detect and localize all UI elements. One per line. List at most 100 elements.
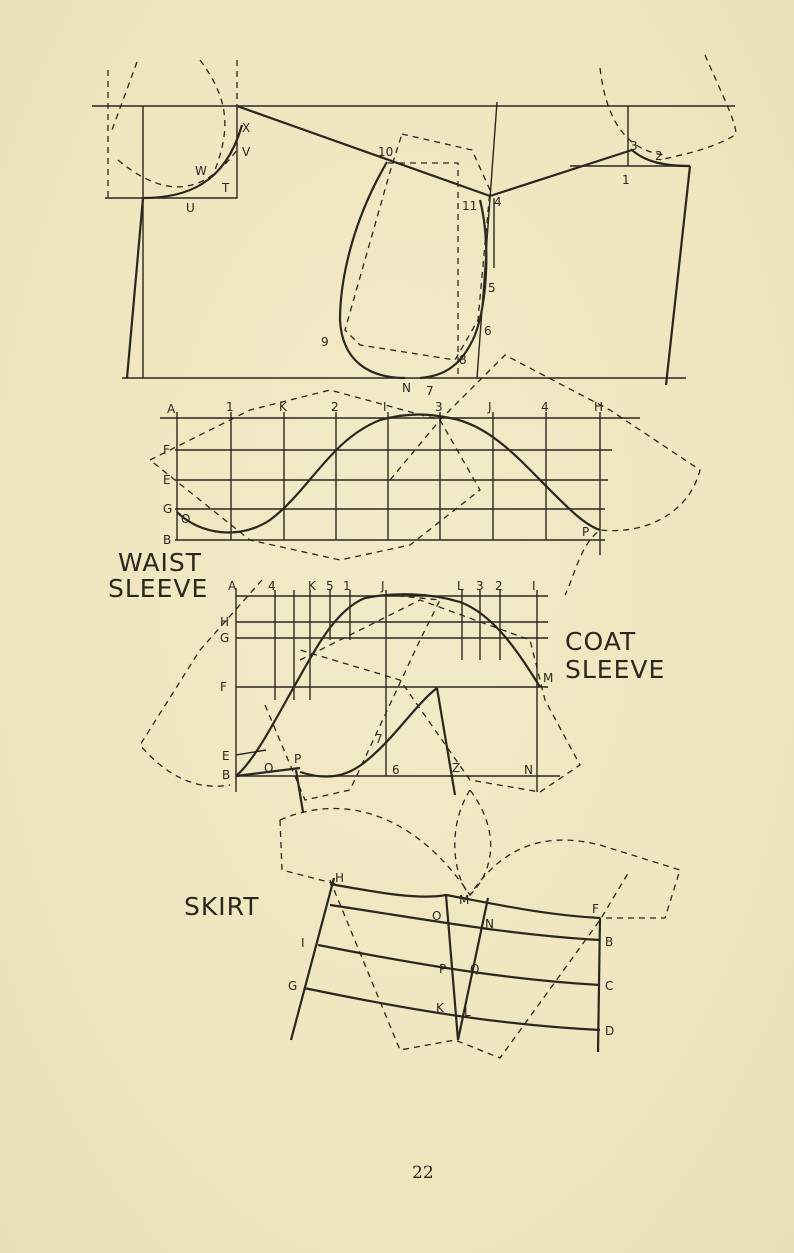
ws-point-o: O <box>181 512 190 526</box>
bodice-point-4: 4 <box>494 195 502 209</box>
ws-left-label-f: F <box>163 443 170 457</box>
cs-top-label-k: K <box>308 579 317 593</box>
back-shoulder-line <box>489 148 633 198</box>
cs-point-e-tick <box>235 749 267 756</box>
sleeve-overlay-dashed <box>344 133 491 361</box>
skirt-hipline-2 <box>317 943 601 987</box>
ws-top-label-2: 2 <box>331 400 339 414</box>
ws-left-label-g: G <box>163 502 172 516</box>
cs-point-o: O <box>264 761 273 775</box>
bodice-point-t: T <box>221 181 230 195</box>
ws-dashed-back <box>389 354 701 596</box>
coat-sleeve-draft: A 4 K 5 1 J L 3 2 I H G F E B M 7 6 O P … <box>139 579 665 813</box>
ws-top-label-4: 4 <box>541 400 549 414</box>
skirt-point-k: K <box>436 1001 445 1015</box>
cs-point-7: 7 <box>375 732 383 746</box>
ws-left-label-e: E <box>163 473 171 487</box>
bodice-draft: X V W T U 10 11 4 3 2 1 5 6 8 9 N 7 <box>92 54 737 398</box>
skirt-point-h: H <box>335 871 344 885</box>
bodice-point-1: 1 <box>622 173 630 187</box>
coat-sleeve-wrist-line <box>294 769 305 813</box>
bodice-point-3: 3 <box>630 139 638 153</box>
bodice-point-8: 8 <box>459 353 467 367</box>
front-armhole <box>338 161 406 380</box>
back-neck-dashed <box>599 54 737 161</box>
cs-top-label-a: A <box>228 579 237 593</box>
skirt-draft: H M F O N B I P Q C G K L D SKIRT <box>184 789 681 1059</box>
skirt-point-n: N <box>485 917 494 931</box>
skirt-dashed-loop <box>454 789 492 896</box>
bodice-point-2: 2 <box>655 149 663 163</box>
cs-top-label-2: 2 <box>495 579 503 593</box>
coat-sleeve-title-line-2: SLEEVE <box>565 655 665 684</box>
bodice-point-6: 6 <box>484 324 492 338</box>
cs-point-6: 6 <box>392 763 400 777</box>
cs-point-m: M <box>543 671 553 685</box>
bodice-point-7: 7 <box>426 384 434 398</box>
skirt-dart-left <box>444 894 460 1041</box>
skirt-point-i: I <box>301 936 305 950</box>
ws-top-label-k: K <box>279 400 288 414</box>
cs-dashed-front <box>139 579 442 801</box>
ws-top-label-h: H <box>594 400 603 414</box>
page-number: 22 <box>412 1163 434 1183</box>
neck-dashed <box>107 59 238 198</box>
cs-top-label-i: I <box>532 579 536 593</box>
cs-top-label-j: J <box>380 579 385 593</box>
ws-top-label-j: J <box>487 400 492 414</box>
skirt-point-b: B <box>605 935 613 949</box>
ws-top-label-3: 3 <box>435 400 443 414</box>
skirt-hipline-1 <box>329 903 601 942</box>
skirt-point-p: P <box>439 962 446 976</box>
skirt-front-edge <box>289 877 336 1041</box>
ws-top-label-a: A <box>167 402 176 416</box>
back-armhole <box>419 199 488 380</box>
waist-sleeve-draft: A 1 K 2 I 3 J 4 H F E G B O P WAIST SLEE… <box>108 354 701 603</box>
bodice-point-5: 5 <box>488 281 496 295</box>
bodice-point-v: V <box>242 145 251 159</box>
skirt-point-m: M <box>459 893 469 907</box>
bodice-point-10: 10 <box>378 145 393 159</box>
waist-sleeve-title-line-2: SLEEVE <box>108 574 208 603</box>
skirt-point-f: F <box>592 902 599 916</box>
ws-top-label-1: 1 <box>226 400 234 414</box>
back-neck-curve <box>631 149 691 168</box>
front-edge <box>125 197 145 379</box>
cs-top-label-5: 5 <box>326 579 334 593</box>
bodice-point-9: 9 <box>321 335 329 349</box>
bodice-point-u: U <box>186 201 195 215</box>
ws-left-label-b: B <box>163 533 171 547</box>
cs-left-label-f: F <box>220 680 227 694</box>
skirt-dashed-gore <box>279 819 631 1059</box>
cs-top-label-l: L <box>457 579 464 593</box>
front-neck-curve <box>142 124 244 200</box>
skirt-point-d: D <box>605 1024 614 1038</box>
ws-point-p: P <box>582 525 589 539</box>
cs-point-z: Z <box>452 761 460 775</box>
bodice-point-x: X <box>242 121 250 135</box>
skirt-hem-guide <box>303 986 601 1032</box>
waist-sleeve-curve <box>176 413 601 534</box>
cs-top-label-3: 3 <box>476 579 484 593</box>
skirt-title: SKIRT <box>184 892 259 921</box>
skirt-point-o: O <box>432 909 441 923</box>
skirt-point-l: L <box>464 1005 471 1019</box>
coat-sleeve-cuff-line <box>235 766 301 778</box>
ws-top-label-i: I <box>383 400 387 414</box>
cs-point-p: P <box>294 752 301 766</box>
underarm-guide <box>476 101 498 379</box>
cs-left-label-b: B <box>222 768 230 782</box>
coat-sleeve-title-line-1: COAT <box>565 627 636 656</box>
cs-top-label-4: 4 <box>268 579 276 593</box>
cs-top-label-1: 1 <box>343 579 351 593</box>
cs-left-label-g: G <box>220 631 229 645</box>
waist-sleeve-title-line-1: WAIST <box>118 548 202 577</box>
cs-left-label-h: H <box>220 615 229 629</box>
coat-sleeve-under-curve <box>299 687 438 778</box>
neck-box <box>105 106 238 199</box>
ws-dashed-front <box>148 389 481 561</box>
skirt-point-c: C <box>605 979 613 993</box>
skirt-back-edge <box>596 917 602 1053</box>
